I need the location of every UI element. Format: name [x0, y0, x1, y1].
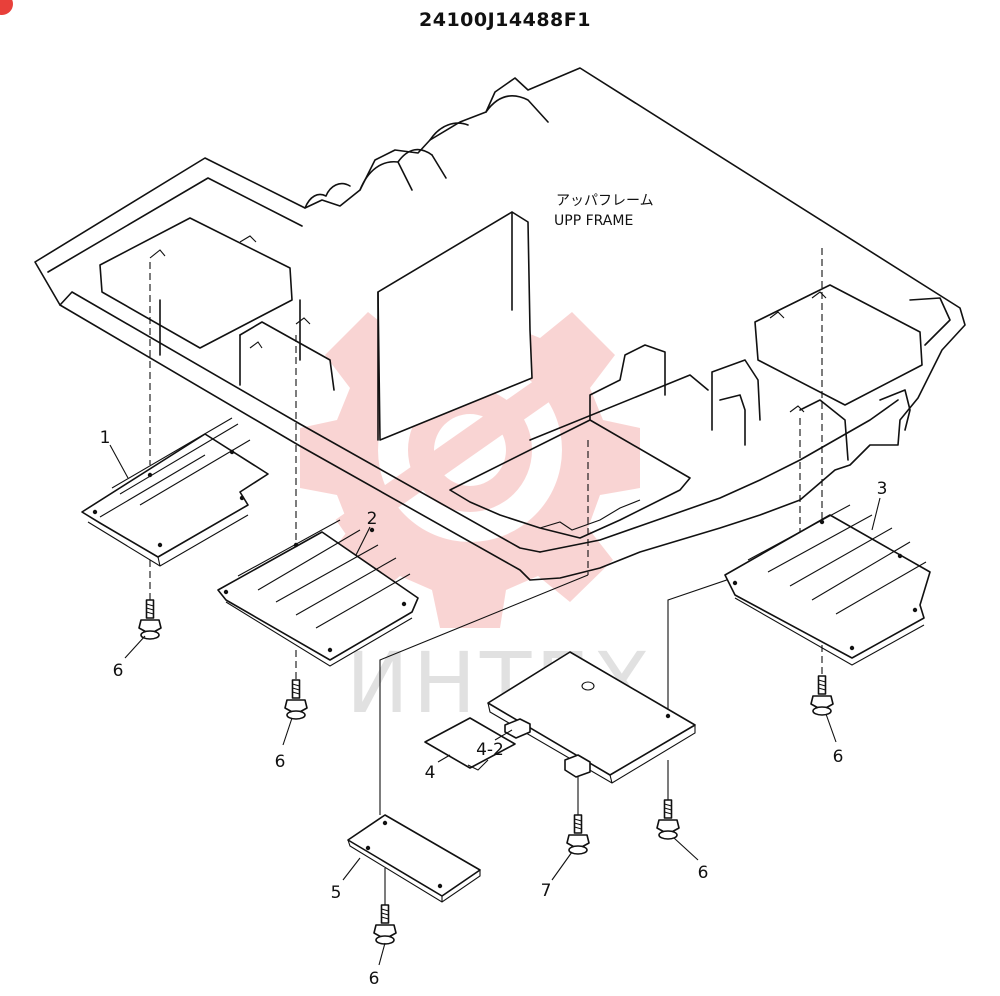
corner-marker-icon: [0, 0, 13, 15]
cover-part-4: [424, 651, 696, 784]
callout-3: 3: [877, 479, 888, 499]
frame-label-en: UPP FRAME: [554, 213, 633, 229]
callout-5: 5: [331, 883, 342, 903]
callout-6-e: 6: [369, 969, 380, 989]
callout-6-b: 6: [275, 752, 286, 772]
callout-6-a: 6: [113, 661, 124, 681]
leader-lines: [109, 444, 881, 966]
bolt-icon: [284, 679, 308, 720]
cover-part-2: [217, 519, 419, 667]
cover-part-5: [347, 814, 481, 903]
bolt-icon: [138, 599, 162, 640]
bolt-icons: [138, 599, 834, 945]
bolt-icon: [810, 675, 834, 716]
callout-7: 7: [541, 881, 552, 901]
callout-1: 1: [100, 428, 111, 448]
bolt-icon: [373, 904, 397, 945]
drawing-title: 24100J14488F1: [419, 9, 591, 31]
upper-frame: [34, 67, 966, 581]
callout-6-c: 6: [833, 747, 844, 767]
callout-4-2: 4-2: [476, 740, 504, 760]
cover-part-1: [81, 417, 269, 567]
callout-4: 4: [425, 763, 436, 783]
callout-2: 2: [367, 509, 378, 529]
frame-label-jp: アッパフレーム: [556, 193, 654, 209]
cover-part-3: [724, 504, 931, 666]
bolt-icon: [566, 814, 590, 855]
callout-6-d: 6: [698, 863, 709, 883]
bolt-icon: [656, 799, 680, 840]
